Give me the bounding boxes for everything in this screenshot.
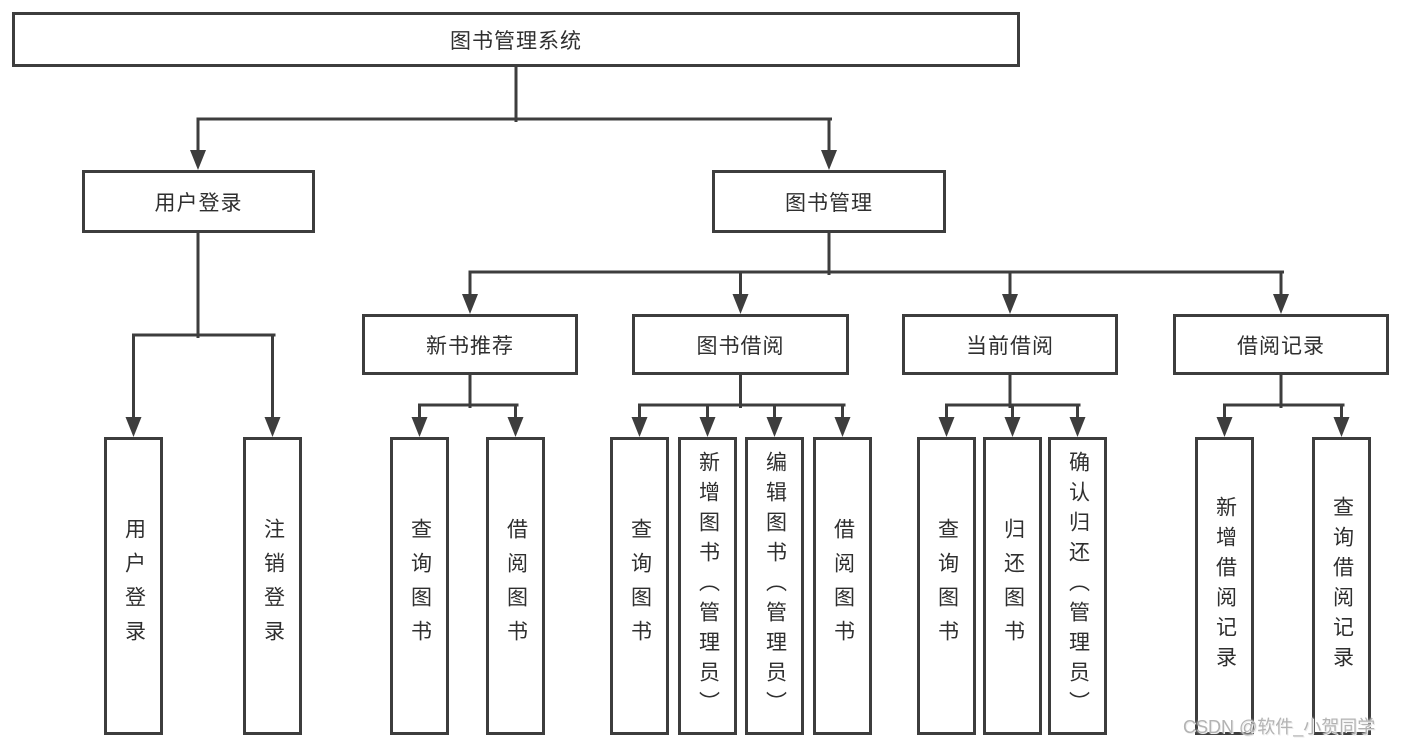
- csdn-watermark: CSDN @软件_小贺同学: [1183, 717, 1376, 737]
- leaf-query-books-3: 查询图书: [917, 437, 976, 735]
- arrowhead-icon: [125, 417, 142, 437]
- node-book-borrow: 图书借阅: [632, 314, 849, 375]
- connector-mgmt-to-level3: [462, 231, 1289, 314]
- node-label: 图书借阅: [696, 334, 785, 358]
- leaf-query-books-1: 查询图书: [390, 437, 449, 735]
- leaf-borrow-books-2: 借阅图书: [813, 437, 872, 735]
- connector-root-to-level2: [190, 65, 837, 170]
- connector-newbooks-to-leaves: [411, 373, 524, 437]
- node-label: 新增借阅记录: [1213, 496, 1237, 676]
- arrowhead-icon: [938, 417, 955, 437]
- node-new-book-recommend: 新书推荐: [362, 314, 578, 375]
- arrowhead-icon: [1002, 294, 1018, 314]
- arrowhead-icon: [1069, 417, 1086, 437]
- leaf-query-books-2: 查询图书: [610, 437, 669, 735]
- node-label: 新增图书（管理员）: [696, 451, 720, 721]
- arrowhead-icon: [264, 417, 281, 437]
- node-borrow-records: 借阅记录: [1173, 314, 1389, 375]
- node-label: 借阅图书: [504, 518, 528, 654]
- node-current-borrow: 当前借阅: [902, 314, 1118, 375]
- arrowhead-icon: [699, 417, 716, 437]
- node-book-management: 图书管理: [712, 170, 946, 233]
- arrowhead-icon: [462, 294, 478, 314]
- node-label: 图书管理: [785, 191, 873, 215]
- arrowhead-icon: [821, 150, 837, 170]
- node-label: 用户登录: [154, 191, 243, 215]
- leaf-confirm-return-admin: 确认归还（管理员）: [1048, 437, 1107, 735]
- node-label: 注销登录: [261, 518, 285, 654]
- leaf-return-books: 归还图书: [983, 437, 1042, 735]
- node-label: 借阅图书: [831, 518, 855, 654]
- leaf-user-login: 用户登录: [104, 437, 163, 735]
- node-label: 确认归还（管理员）: [1066, 451, 1090, 721]
- node-label: 查询图书: [628, 518, 652, 654]
- leaf-query-borrow-record: 查询借阅记录: [1312, 437, 1371, 735]
- node-label: 编辑图书（管理员）: [763, 451, 787, 721]
- node-label: 归还图书: [1001, 518, 1025, 654]
- arrowhead-icon: [1004, 417, 1021, 437]
- node-label: 用户登录: [122, 518, 146, 654]
- arrowhead-icon: [631, 417, 648, 437]
- connector-login-to-leaves: [125, 231, 281, 437]
- arrowhead-icon: [1333, 417, 1350, 437]
- leaf-logout: 注销登录: [243, 437, 302, 735]
- node-label: 图书管理系统: [450, 29, 582, 53]
- node-label: 查询图书: [935, 518, 959, 654]
- node-library-management-system: 图书管理系统: [12, 12, 1020, 67]
- leaf-add-books-admin: 新增图书（管理员）: [678, 437, 737, 735]
- arrowhead-icon: [732, 294, 749, 314]
- arrowhead-icon: [1216, 417, 1233, 437]
- arrowhead-icon: [766, 417, 783, 437]
- node-label: 借阅记录: [1237, 334, 1325, 358]
- arrowhead-icon: [1273, 294, 1289, 314]
- connector-bookborrow-to-leaves: [631, 373, 851, 437]
- arrowhead-icon: [507, 417, 524, 437]
- leaf-add-borrow-record: 新增借阅记录: [1195, 437, 1254, 735]
- node-label: 查询图书: [408, 518, 432, 654]
- leaf-borrow-books-1: 借阅图书: [486, 437, 545, 735]
- node-label: 当前借阅: [966, 334, 1054, 358]
- connector-current-to-leaves: [938, 373, 1086, 437]
- node-label: 新书推荐: [426, 334, 514, 358]
- arrowhead-icon: [411, 417, 428, 437]
- leaf-edit-books-admin: 编辑图书（管理员）: [745, 437, 804, 735]
- arrowhead-icon: [834, 417, 851, 437]
- connector-records-to-leaves: [1216, 373, 1350, 437]
- arrowhead-icon: [190, 150, 206, 170]
- node-user-login: 用户登录: [82, 170, 315, 233]
- node-label: 查询借阅记录: [1330, 496, 1354, 676]
